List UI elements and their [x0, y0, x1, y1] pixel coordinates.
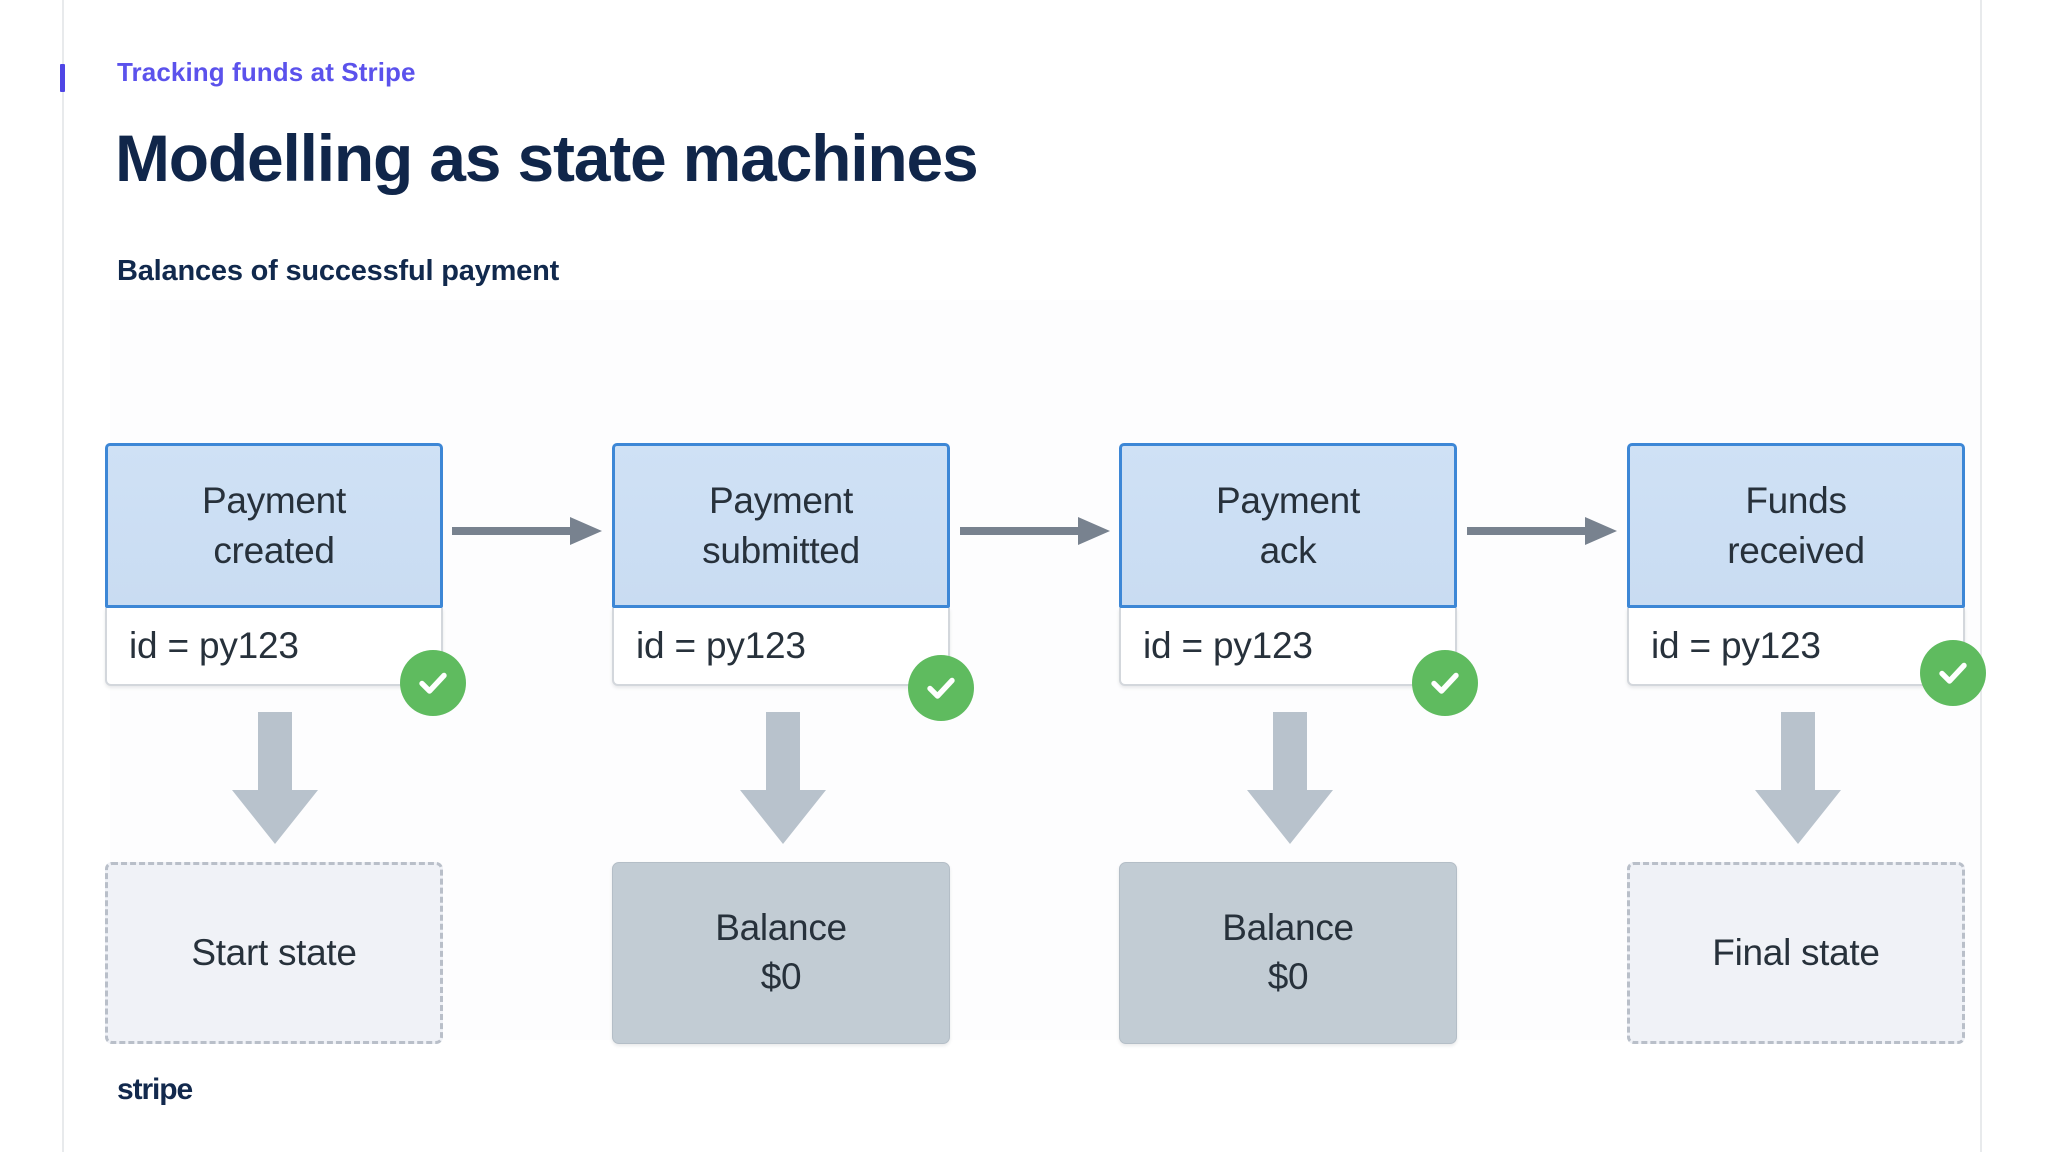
state-label-line1: Funds: [1745, 480, 1847, 522]
transition-arrow-3: [1467, 514, 1617, 548]
state-id-value: id = py123: [1651, 625, 1821, 666]
transition-arrow-2: [960, 514, 1110, 548]
success-check-icon-2: [908, 655, 974, 721]
transition-arrow-1: [452, 514, 602, 548]
state-label-line2: received: [1727, 529, 1865, 571]
state-node-header: Payment ack: [1119, 443, 1457, 608]
state-id-value: id = py123: [129, 625, 299, 666]
leaf-label-line1: Start state: [191, 931, 357, 973]
down-arrow-4: [1755, 712, 1841, 844]
state-node-body: id = py123: [612, 608, 950, 686]
state-node-payment-ack[interactable]: Payment ack id = py123: [1119, 443, 1457, 686]
section-subtitle: Balances of successful payment: [117, 255, 560, 287]
state-node-header: Payment created: [105, 443, 443, 608]
state-node-funds-received[interactable]: Funds received id = py123: [1627, 443, 1965, 686]
success-check-icon-4: [1920, 640, 1986, 706]
right-rule-divider: [1980, 0, 1982, 1152]
state-label-line1: Payment: [709, 480, 853, 522]
state-label-line1: Payment: [1216, 480, 1360, 522]
page-title: Modelling as state machines: [115, 121, 979, 195]
left-rule-divider: [62, 0, 64, 1152]
state-label-line2: ack: [1259, 529, 1317, 571]
leaf-box-final-state: Final state: [1627, 862, 1965, 1044]
state-node-header: Payment submitted: [612, 443, 950, 608]
state-node-payment-submitted[interactable]: Payment submitted id = py123: [612, 443, 950, 686]
down-arrow-1: [232, 712, 318, 844]
success-check-icon-3: [1412, 650, 1478, 716]
state-id-value: id = py123: [636, 625, 806, 666]
leaf-label-line2: $0: [1267, 956, 1309, 997]
eyebrow-label: Tracking funds at Stripe: [117, 57, 416, 87]
leaf-label-line1: Balance: [715, 907, 847, 949]
state-node-body: id = py123: [1119, 608, 1457, 686]
leaf-label-line1: Final state: [1712, 931, 1880, 973]
eyebrow-accent-bar: [60, 64, 65, 92]
leaf-label-line1: Balance: [1222, 907, 1354, 949]
state-label-line2: submitted: [702, 529, 860, 571]
state-label-line1: Payment: [202, 480, 346, 522]
state-node-body: id = py123: [105, 608, 443, 686]
leaf-box-balance-1: Balance $0: [612, 862, 950, 1044]
leaf-box-start-state: Start state: [105, 862, 443, 1044]
leaf-label-line2: $0: [760, 956, 802, 997]
state-id-value: id = py123: [1143, 625, 1313, 666]
leaf-box-balance-2: Balance $0: [1119, 862, 1457, 1044]
state-node-payment-created[interactable]: Payment created id = py123: [105, 443, 443, 686]
success-check-icon-1: [400, 650, 466, 716]
down-arrow-3: [1247, 712, 1333, 844]
state-node-header: Funds received: [1627, 443, 1965, 608]
state-label-line2: created: [213, 529, 335, 571]
stripe-wordmark: stripe: [117, 1073, 193, 1106]
state-node-body: id = py123: [1627, 608, 1965, 686]
down-arrow-2: [740, 712, 826, 844]
